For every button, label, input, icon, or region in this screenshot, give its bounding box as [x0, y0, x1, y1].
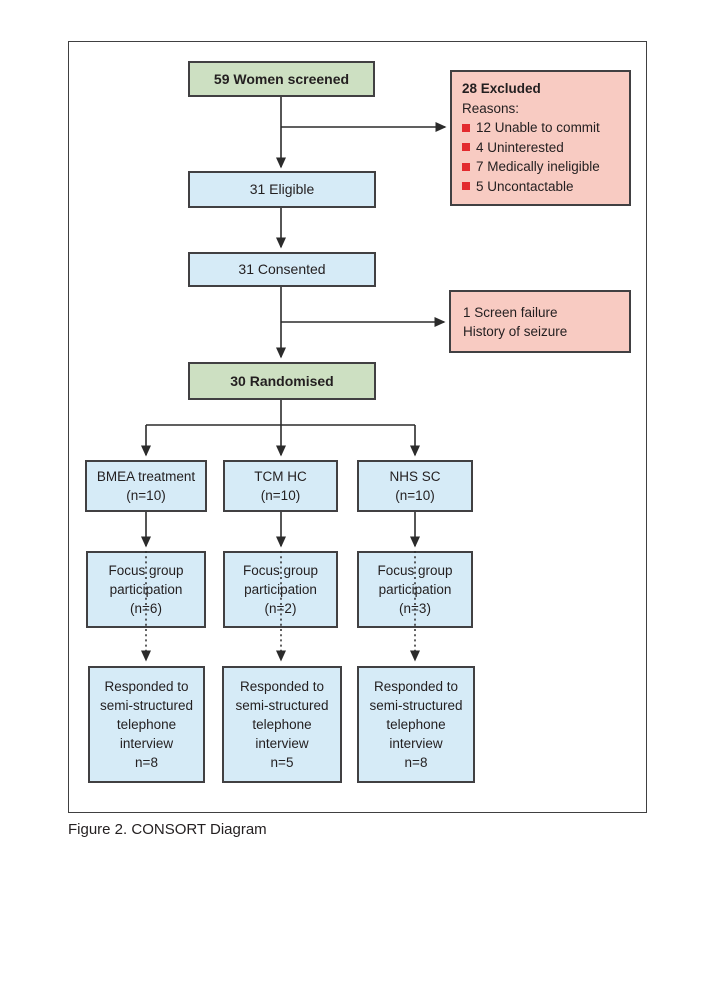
arm-n: (n=10) [395, 488, 435, 503]
arm-box-tcm-hc: TCM HC (n=10) [223, 460, 338, 512]
interview-line: interview [389, 736, 443, 751]
interview-line: interview [119, 736, 174, 751]
arm-label: TCM HC [254, 469, 307, 484]
excluded-reason-row: 4 Uninterested [462, 138, 564, 158]
randomised-box: 30 Randomised [188, 362, 376, 400]
interview-line: telephone [386, 717, 446, 732]
focus-line: participation [109, 582, 183, 597]
arm-box-bmea: BMEA treatment (n=10) [85, 460, 207, 512]
interview-line: semi-structured [369, 698, 463, 713]
screen-failure-line: 1 Screen failure [463, 304, 558, 320]
screen-failure-box: 1 Screen failure History of seizure [449, 290, 631, 353]
arm-box-nhs-sc: NHS SC (n=10) [357, 460, 473, 512]
focus-line: Focus group [242, 563, 319, 578]
excluded-reason: 12 Unable to commit [476, 120, 600, 135]
arm-n: (n=10) [260, 488, 301, 503]
focus-n: (n=2) [264, 601, 297, 616]
bullet-square-icon [462, 162, 470, 171]
randomised-label: 30 Randomised [230, 372, 334, 389]
bullet-square-icon [462, 123, 470, 132]
interview-box-bmea: Responded to semi-structured telephone i… [88, 666, 205, 783]
focus-line: Focus group [108, 563, 184, 578]
excluded-reason-row: 5 Uncontactable [462, 177, 574, 197]
interview-line: telephone [116, 717, 177, 732]
arm-n: (n=10) [126, 488, 166, 503]
bullet-square-icon [462, 182, 470, 191]
focus-n: (n=6) [130, 601, 162, 616]
interview-line: telephone [252, 717, 312, 732]
excluded-reason: 7 Medically ineligible [476, 159, 600, 174]
consented-label: 31 Consented [238, 261, 326, 277]
focus-group-box-bmea: Focus group participation (n=6) [86, 551, 206, 628]
interview-box-nhs-sc: Responded to semi-structured telephone i… [357, 666, 475, 783]
figure-caption: Figure 2. CONSORT Diagram [68, 821, 267, 838]
interview-n: n=8 [135, 755, 158, 770]
eligible-box: 31 Eligible [188, 171, 376, 208]
focus-group-box-tcm-hc: Focus group participation (n=2) [223, 551, 338, 628]
screened-box: 59 Women screened [188, 61, 375, 97]
interview-line: Responded to [373, 679, 459, 694]
excluded-reason: 5 Uncontactable [476, 178, 574, 194]
focus-group-box-nhs-sc: Focus group participation (n=3) [357, 551, 473, 628]
interview-line: semi-structured [99, 698, 194, 713]
interview-line: Responded to [239, 679, 325, 694]
interview-line: interview [255, 736, 309, 751]
excluded-title: 28 Excluded [462, 81, 541, 96]
excluded-box: 28 Excluded Reasons: 12 Unable to commit… [450, 70, 631, 206]
arm-label: BMEA treatment [96, 469, 196, 484]
focus-n: (n=3) [399, 601, 431, 616]
eligible-label: 31 Eligible [249, 181, 315, 197]
interview-line: semi-structured [235, 698, 329, 713]
consented-box: 31 Consented [188, 252, 376, 287]
interview-n: n=5 [270, 755, 294, 770]
excluded-reason: 4 Uninterested [476, 139, 564, 155]
screen-failure-line: History of seizure [463, 323, 568, 339]
excluded-subtitle: Reasons: [462, 100, 520, 116]
screened-label: 59 Women screened [213, 70, 350, 87]
interview-line: Responded to [104, 679, 189, 694]
focus-line: participation [244, 582, 317, 597]
focus-line: Focus group [377, 563, 453, 578]
interview-box-tcm-hc: Responded to semi-structured telephone i… [222, 666, 342, 783]
bullet-square-icon [462, 143, 470, 152]
interview-n: n=8 [404, 755, 428, 770]
excluded-reason-row: 7 Medically ineligible [462, 157, 600, 177]
excluded-reason-row: 12 Unable to commit [462, 118, 600, 138]
arm-label: NHS SC [389, 469, 441, 484]
focus-line: participation [378, 582, 452, 597]
